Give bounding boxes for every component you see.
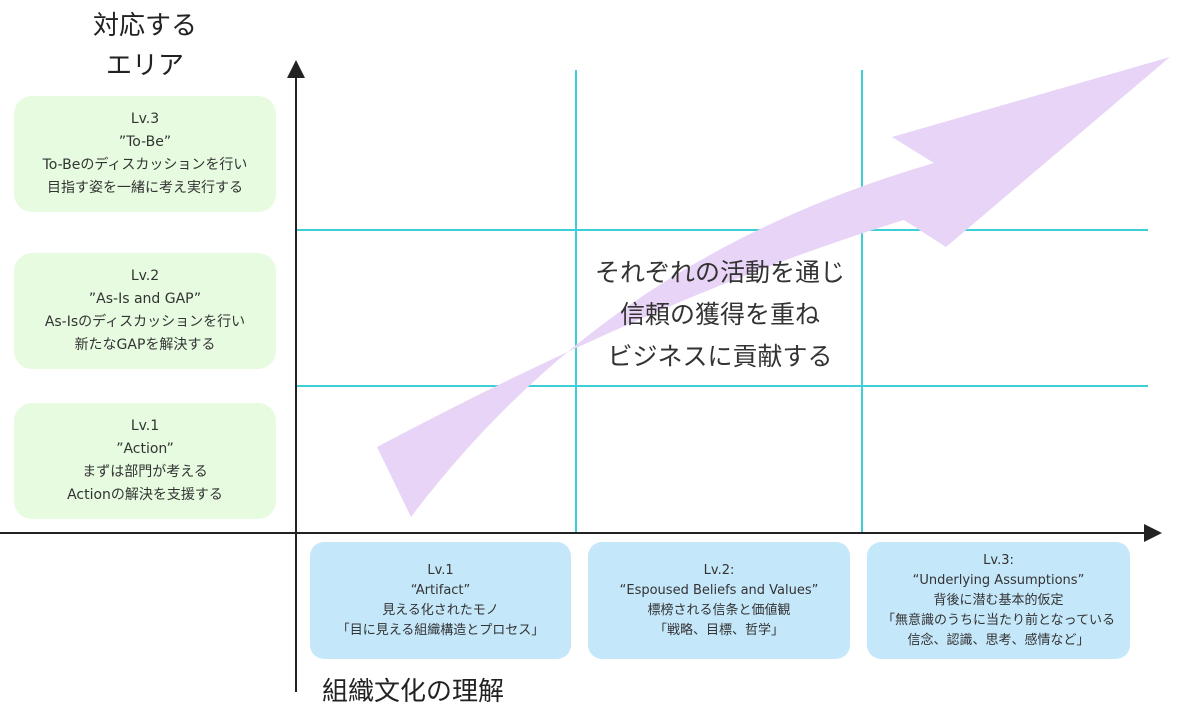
x-level-box-2: Lv.2: “Espoused Beliefs and Values” 標榜され… [588,542,850,659]
x-level-desc-line1: 標榜される信条と価値観 [647,602,791,618]
growth-arrow [377,57,1170,517]
y-level-label: Lv.3 [130,111,160,127]
y-level-desc-line1: To-Beのディスカッションを行い [42,157,248,173]
y-axis-title-line2: エリア [105,51,184,81]
y-axis-title: 対応する エリア [80,6,210,86]
y-level-desc-line2: 目指す姿を一緒に考え実行する [47,180,243,196]
x-level-desc-line3: 信念、認識、思考、感情など」 [907,632,1090,648]
x-level-name: “Underlying Assumptions” [912,572,1085,588]
y-level-box-3: Lv.3 ”To-Be” To-Beのディスカッションを行い 目指す姿を一緒に考… [14,96,276,212]
center-message-line2: 信頼の獲得を重ね [619,300,820,329]
y-level-desc-line1: As-Isのディスカッションを行い [44,314,246,330]
y-level-name: ”To-Be” [118,134,172,150]
center-message-line1: それぞれの活動を通じ [594,258,845,287]
y-level-box-1: Lv.1 ”Action” まずは部門が考える Actionの解決を支援する [14,403,276,519]
axes [0,60,1162,692]
grid-lines [296,70,1148,533]
center-message-line3: ビジネスに貢献する [607,342,833,371]
x-level-box-1: Lv.1 “Artifact” 見える化されたモノ 「目に見える組織構造とプロセ… [310,542,571,659]
y-level-desc-line2: Actionの解決を支援する [67,487,223,503]
center-message: それぞれの活動を通じ 信頼の獲得を重ね ビジネスに貢献する [570,252,870,378]
y-axis-title-line1: 対応する [92,11,197,41]
x-level-box-3: Lv.3: “Underlying Assumptions” 背後に潜む基本的仮… [867,542,1130,659]
x-level-desc-line2: 「目に見える組織構造とプロセス」 [336,622,545,638]
x-level-desc-line1: 背後に潜む基本的仮定 [933,592,1064,608]
y-axis-arrowhead [287,60,305,78]
x-level-label: Lv.3: [983,552,1014,568]
x-axis-arrowhead [1144,524,1162,542]
y-level-label: Lv.1 [130,418,160,434]
y-level-label: Lv.2 [130,268,160,284]
y-level-name: ”Action” [116,441,174,457]
x-level-desc-line2: 「無意識のうちに当たり前となっている [882,612,1115,628]
y-level-box-2: Lv.2 ”As-Is and GAP” As-Isのディスカッションを行い 新… [14,253,276,369]
x-axis-title: 組織文化の理解 [322,677,505,707]
y-level-desc-line1: まずは部門が考える [82,464,208,480]
y-level-name: ”As-Is and GAP” [88,291,202,307]
x-level-name: “Artifact” [410,582,471,598]
x-level-name: “Espoused Beliefs and Values” [619,582,819,598]
x-level-label: Lv.1 [427,562,454,578]
x-level-desc-line2: 「戦略、目標、哲学」 [653,622,784,638]
x-level-label: Lv.2: [703,562,735,578]
x-level-desc-line1: 見える化されたモノ [382,602,499,618]
y-level-desc-line2: 新たなGAPを解決する [74,337,216,353]
